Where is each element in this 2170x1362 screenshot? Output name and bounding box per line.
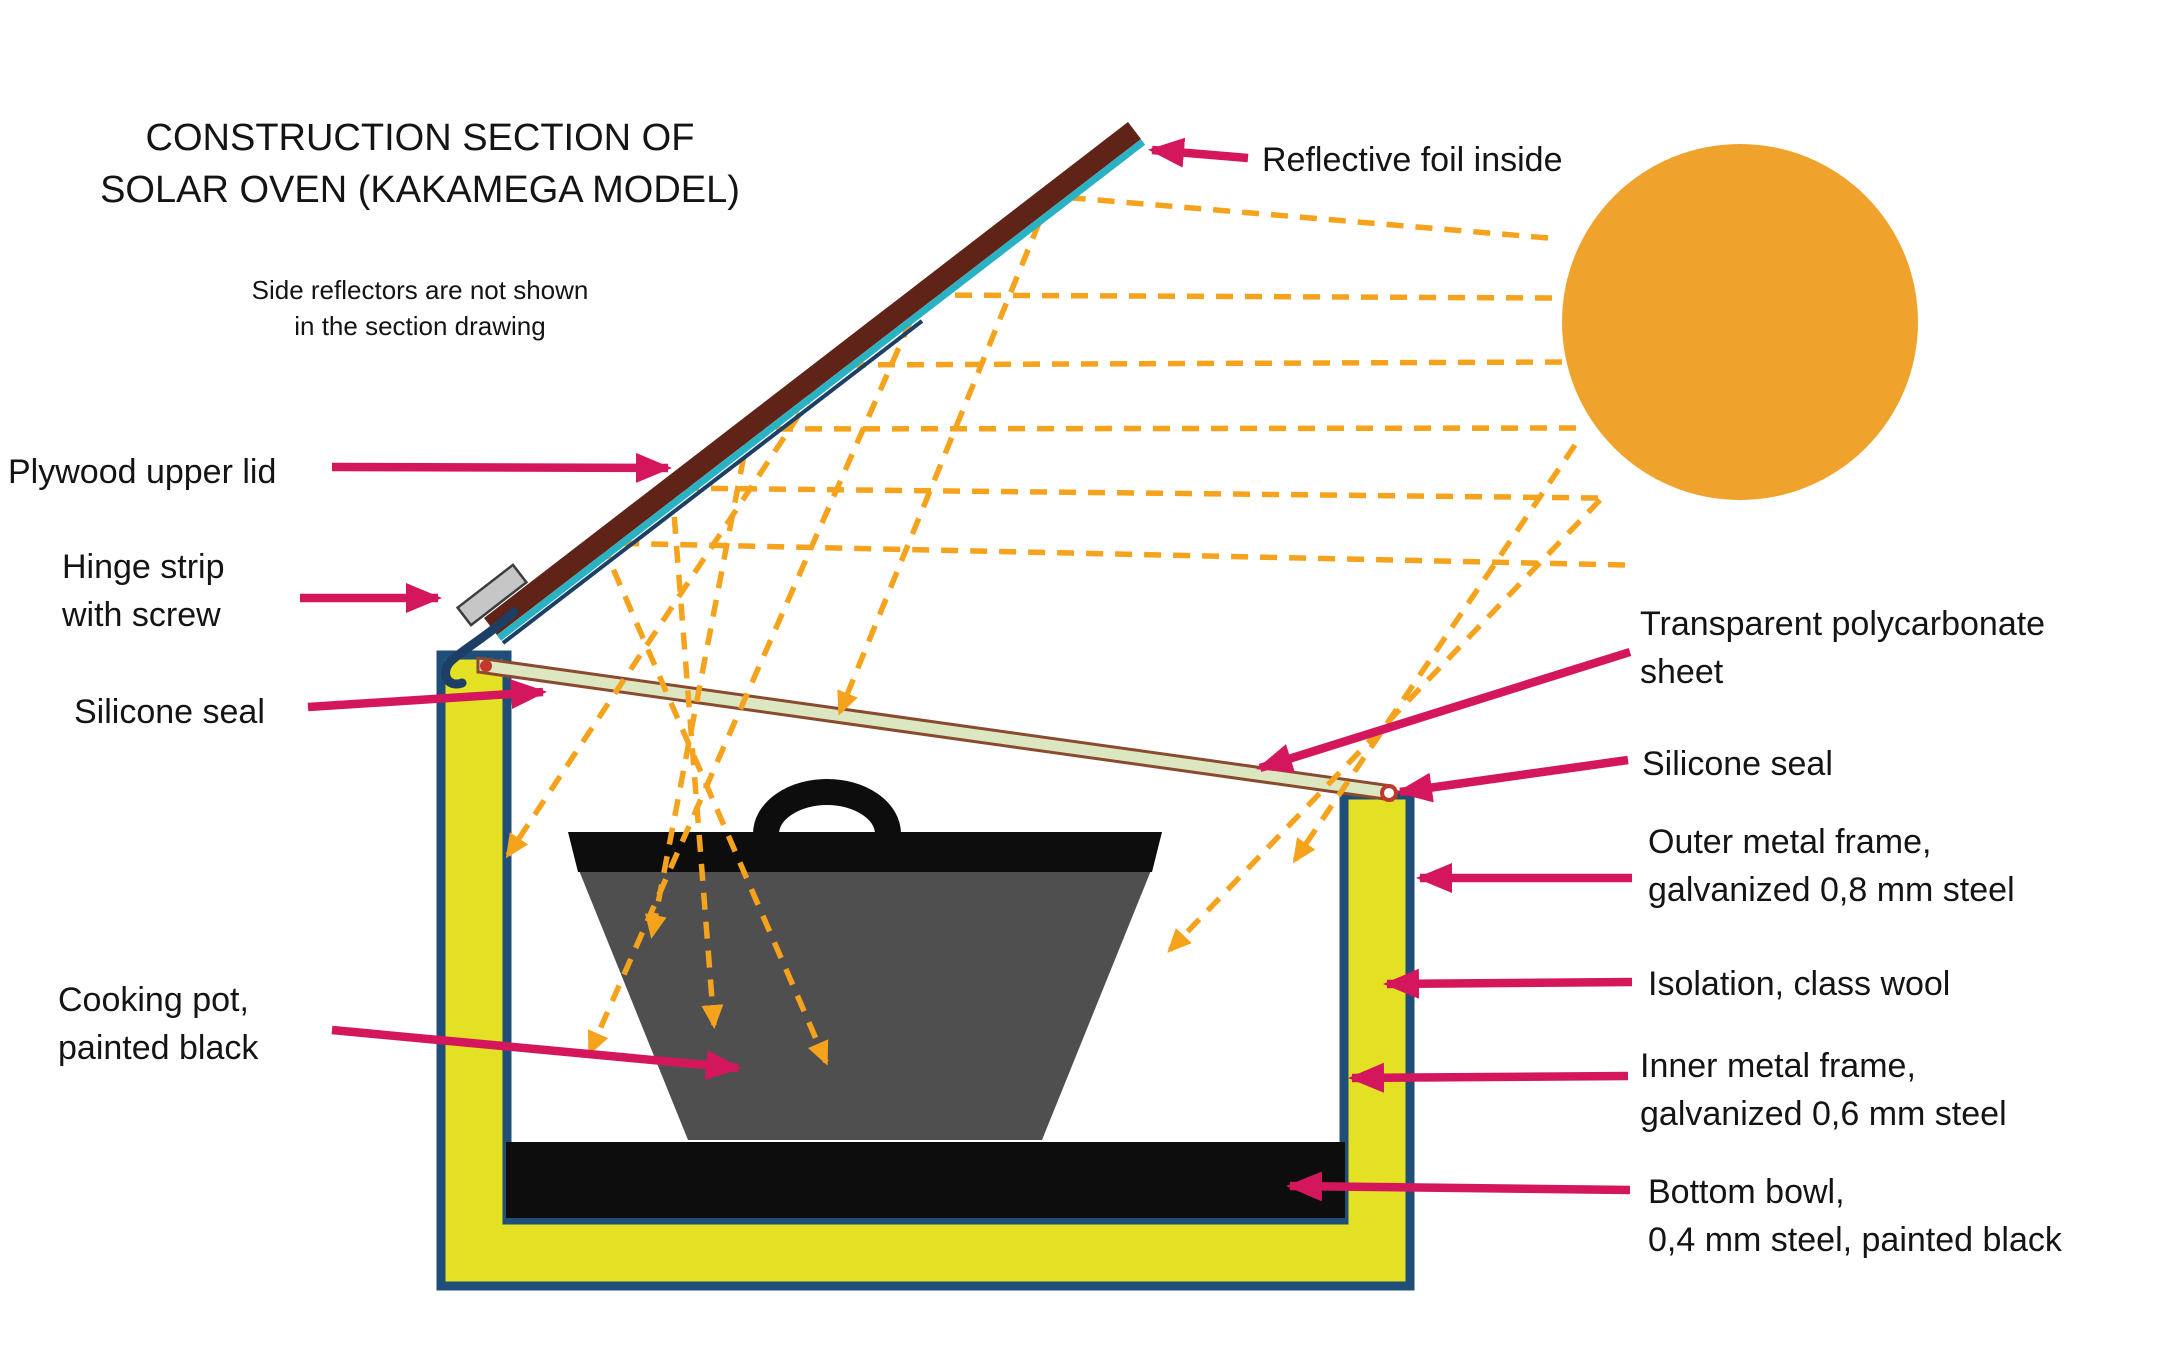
reflected-ray [505,363,835,859]
polycarbonate-sheet-group [476,656,1398,802]
cooking-pot [568,779,1162,1140]
sun-rays [505,193,1626,1066]
label-reflective-foil: Reflective foil inside [1262,141,1563,179]
sun-icon [1562,144,1918,500]
reflected-ray [837,194,1053,716]
upper-lid-group [441,122,1146,689]
silicone-seal-left-dot [480,660,492,672]
label-silicone-seal-right: Silicone seal [1642,745,1833,783]
sun-ray [921,292,1553,301]
bottom-bowl [506,1142,1345,1218]
label-bottom-bowl: Bottom bowl, 0,4 mm steel, painted black [1648,1173,2062,1260]
arrow-reflective-foil [1148,137,1249,168]
sun-ray [1049,193,1549,241]
label-cooking-pot: Cooking pot, painted black [58,981,259,1068]
label-isolation: Isolation, class wool [1648,965,1951,1003]
label-silicone-seal-left: Silicone seal [74,693,265,731]
arrow-transparent-sheet [1256,647,1632,773]
direct-ray [1167,498,1602,953]
arrow-silicone-seal-left [307,679,547,712]
arrow-plywood-lid [331,452,672,483]
reflected-ray [599,541,829,1066]
direct-ray [1292,443,1578,864]
reflected-ray [587,293,925,1056]
plywood-lid [484,122,1141,635]
arrow-cooking-pot [331,1025,742,1080]
hinge-strip [455,563,529,627]
pot-lid-handle [753,779,901,835]
silicone-seal-right-dot [1380,784,1398,802]
arrow-inner-frame [1348,1062,1629,1093]
sun-ray [831,359,1563,368]
pot-lid [568,832,1162,872]
label-outer-frame: Outer metal frame, galvanized 0,8 mm ste… [1648,823,2015,910]
label-arrows [300,137,1633,1202]
reflective-foil [496,139,1146,641]
arrow-isolation [1383,968,1633,999]
diagram-title: CONSTRUCTION SECTION OF SOLAR OVEN (KAKA… [100,117,740,212]
sun-ray [601,540,1626,568]
label-inner-frame: Inner metal frame, galvanized 0,6 mm ste… [1640,1047,2007,1134]
polycarbonate-sheet [476,656,1394,802]
sun-ray [748,425,1577,432]
label-hinge-strip: Hinge strip with screw [62,548,225,635]
lid-frame-line [501,319,924,645]
diagram-subtitle: Side reflectors are not shown in the sec… [251,275,589,342]
label-transparent-sheet: Transparent polycarbonate sheet [1640,605,2046,692]
pot-body [578,868,1152,1140]
hinge-bracket [441,607,519,689]
arrow-silicone-seal-right [1396,755,1629,803]
label-plywood-lid: Plywood upper lid [8,453,277,491]
arrow-bottom-bowl [1286,1171,1631,1202]
sun-ray [671,485,1599,501]
